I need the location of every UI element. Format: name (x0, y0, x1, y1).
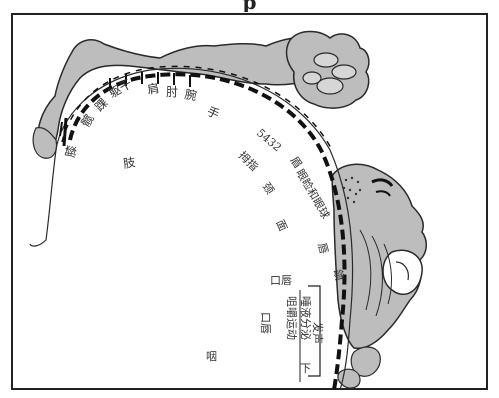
label-knee: 膝 (63, 144, 79, 158)
label-bracket-top: 口唇 (270, 274, 292, 287)
label-elbow: 肘 (166, 84, 178, 99)
hand-figure (287, 32, 369, 109)
label-lips: 唇 (315, 241, 330, 255)
label-chewing: 口唇 (259, 312, 272, 334)
label-lower: 下 (300, 362, 311, 375)
label-hip: 髋 (78, 112, 97, 130)
label-mastication: 咀嚼运动 (285, 296, 299, 340)
label-shoulder: 肩 (146, 80, 160, 97)
label-partial-left: 肢 (122, 154, 136, 171)
motor-strip-dashes (70, 74, 345, 390)
label-neck: 颈 (260, 180, 277, 196)
label-thumb: 拇指 (236, 148, 261, 173)
brain-surface (30, 150, 56, 246)
label-eyelid: 眼睑和眼球 (293, 167, 333, 222)
edge-mark-2 (60, 122, 62, 136)
face-figure (332, 164, 426, 348)
label-vocalization: 发声 (311, 322, 325, 344)
label-face: 面 (273, 218, 289, 233)
label-salivation: 唾液分泌 (299, 296, 313, 340)
edge-mark-1 (64, 118, 66, 146)
label-finger-numbers: 5432 (254, 126, 284, 154)
label-hand: 手 (205, 104, 222, 122)
label-wrist: 腕 (183, 86, 197, 103)
label-partial-bottom: 咽 (206, 350, 217, 363)
